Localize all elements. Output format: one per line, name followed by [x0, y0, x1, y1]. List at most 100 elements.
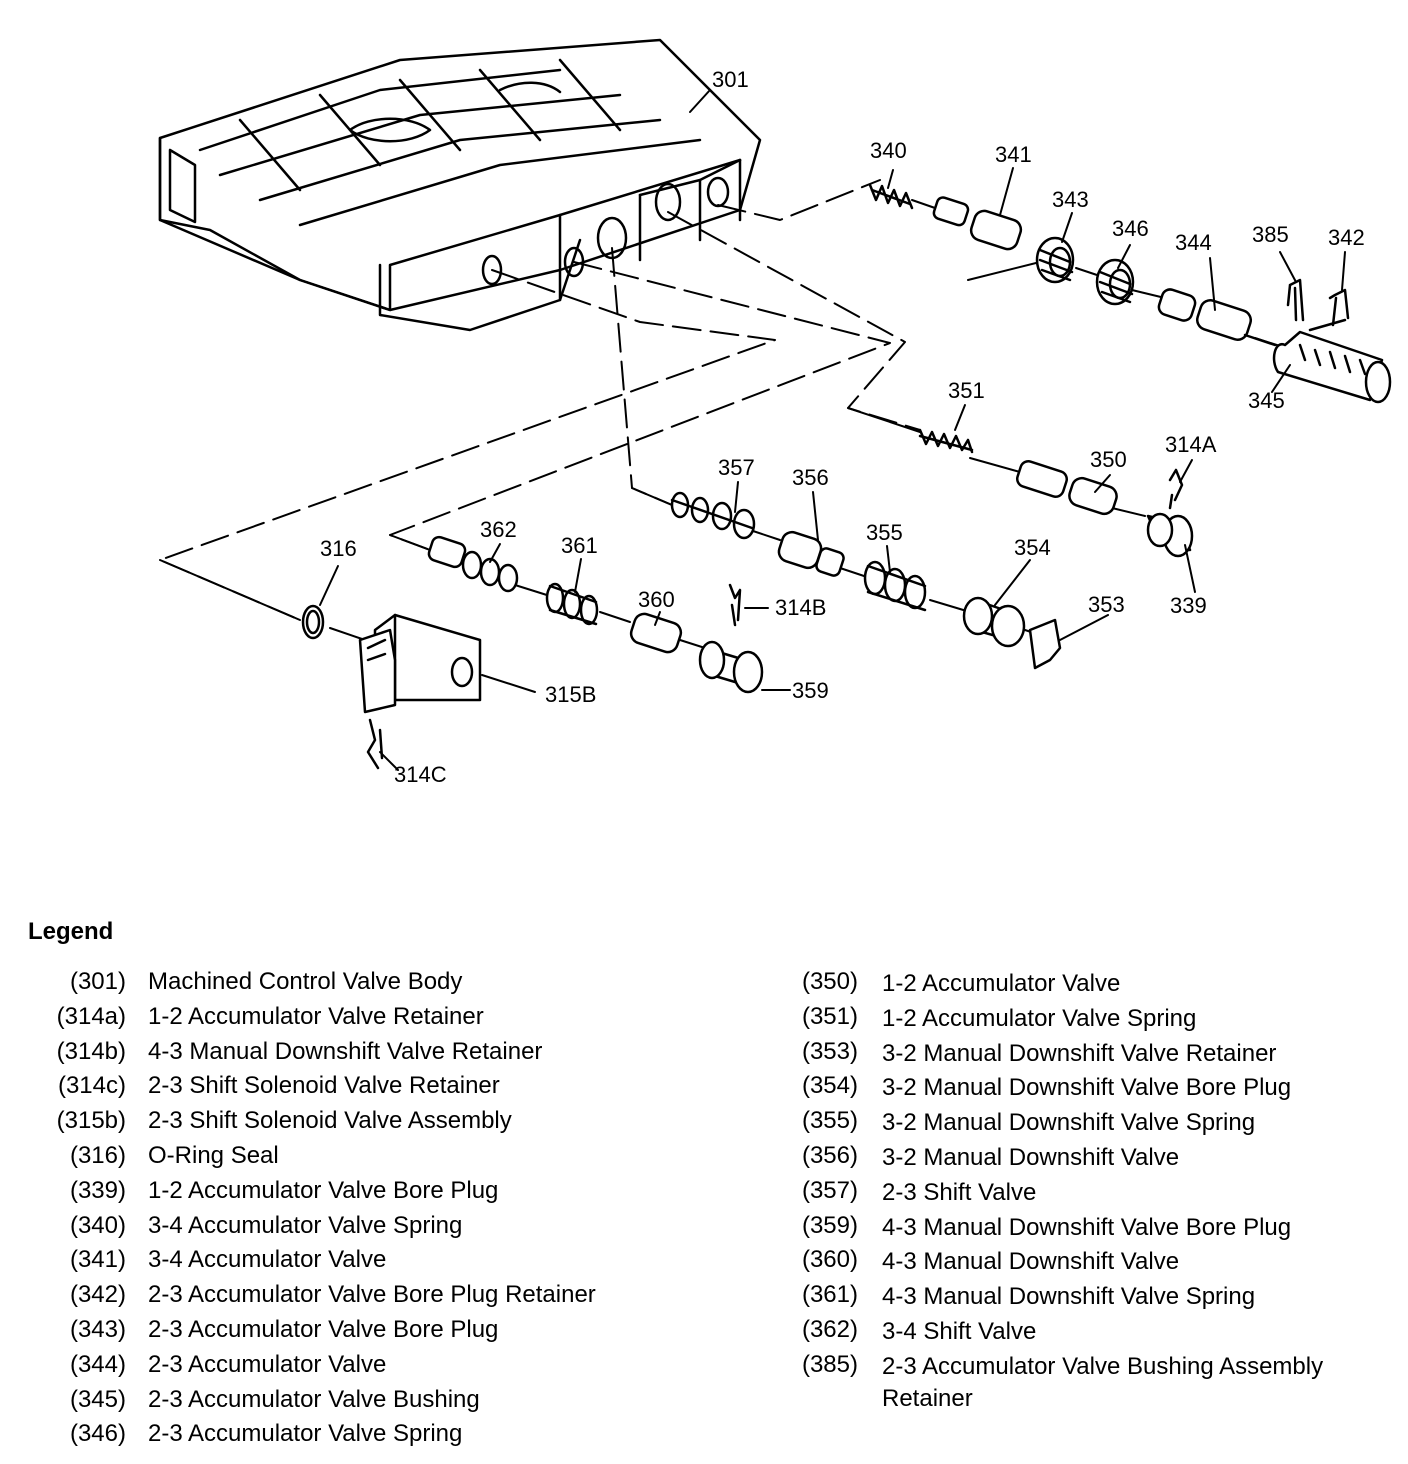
- retainer-385: [1286, 278, 1305, 322]
- legend-description: 3-2 Manual Downshift Valve Bore Plug: [882, 1074, 1292, 1102]
- valve-356: [777, 530, 845, 577]
- callout-314B: 314B: [775, 595, 826, 620]
- bore-plug-343: [1035, 236, 1075, 284]
- solenoid-315B: [358, 613, 482, 714]
- valve-350: [1015, 460, 1118, 516]
- legend-number: (340): [69, 1211, 126, 1239]
- legend-number: (315b): [56, 1107, 126, 1135]
- legend-number: (353): [801, 1037, 858, 1065]
- legend-description: 4-3 Manual Downshift Valve: [882, 1248, 1180, 1276]
- legend-description: 2-3 Accumulator Valve Bore Plug Retainer: [148, 1281, 596, 1309]
- callout-356: 356: [792, 465, 829, 490]
- legend-description: 2-3 Accumulator Valve: [148, 1350, 387, 1378]
- retainer-314B: [728, 583, 742, 627]
- leader-lines: [319, 89, 1346, 771]
- callout-355: 355: [866, 520, 903, 545]
- callout-339: 339: [1170, 593, 1207, 618]
- callout-340: 340: [870, 138, 907, 163]
- legend-number: (314b): [56, 1037, 126, 1065]
- legend-number: (385): [801, 1350, 858, 1378]
- callout-354: 354: [1014, 535, 1051, 560]
- legend-number: (343): [69, 1315, 126, 1343]
- valve-body-301: [158, 38, 762, 332]
- exploded-view-diagram: 301 340 341 343 346 344 385 342 345 351 …: [158, 38, 1392, 787]
- valve-344: [1157, 288, 1277, 347]
- legend-description: 2-3 Accumulator Valve Bore Plug: [148, 1315, 499, 1343]
- callout-362: 362: [480, 517, 517, 542]
- legend-number: (339): [69, 1176, 126, 1204]
- callout-301: 301: [712, 67, 749, 92]
- legend-title: Legend: [28, 918, 114, 945]
- callout-342: 342: [1328, 225, 1365, 250]
- callout-359: 359: [792, 678, 829, 703]
- spring-355: [863, 560, 927, 612]
- retainer-314A: [1168, 468, 1184, 510]
- legend-number: (351): [801, 1002, 858, 1030]
- legend-description: 3-2 Manual Downshift Valve Retainer: [882, 1039, 1277, 1067]
- legend-description: 2-3 Shift Solenoid Valve Retainer: [148, 1072, 500, 1100]
- legend-number: (301): [69, 968, 126, 995]
- legend-description: 4-3 Manual Downshift Valve Spring: [882, 1283, 1256, 1311]
- legend-number: (356): [801, 1141, 858, 1169]
- legend-description: 2-3 Accumulator Valve Spring: [148, 1420, 463, 1448]
- legend-description: 2-3 Accumulator Valve Bushing: [148, 1385, 480, 1413]
- callout-353: 353: [1088, 592, 1125, 617]
- callout-350: 350: [1090, 447, 1127, 472]
- callout-314A: 314A: [1165, 432, 1217, 457]
- legend-number: (316): [69, 1141, 126, 1169]
- callout-314C: 314C: [394, 762, 447, 787]
- legend-description: 4-3 Manual Downshift Valve Bore Plug: [882, 1213, 1292, 1241]
- callout-315B: 315B: [545, 682, 596, 707]
- legend-number: (314c): [57, 1072, 126, 1100]
- legend-description: O-Ring Seal: [148, 1141, 279, 1169]
- valve-360: [629, 612, 683, 654]
- bore-plug-359: [698, 640, 764, 694]
- legend-number: (344): [69, 1350, 126, 1378]
- legend-description: 1-2 Accumulator Valve Retainer: [148, 1002, 484, 1030]
- spring-351: [918, 428, 974, 454]
- legend-description: 2-3 Accumulator Valve Bushing Assembly R…: [882, 1352, 1324, 1412]
- legend-description: 3-4 Accumulator Valve Spring: [148, 1211, 463, 1239]
- retainer-342: [1308, 288, 1350, 332]
- callout-357: 357: [718, 455, 755, 480]
- legend-description: 3-4 Shift Valve: [882, 1317, 1037, 1345]
- legend-description: 4-3 Manual Downshift Valve Retainer: [148, 1037, 543, 1065]
- legend-number: (362): [801, 1315, 858, 1343]
- legend-number: (341): [69, 1246, 126, 1274]
- retainer-353: [1028, 618, 1062, 670]
- legend-description: 1-2 Accumulator Valve: [882, 970, 1121, 997]
- callout-351: 351: [948, 378, 985, 403]
- callout-346: 346: [1112, 216, 1149, 241]
- legend-description: Machined Control Valve Body: [148, 968, 463, 995]
- spring-361: [545, 582, 599, 626]
- legend-description: 3-2 Manual Downshift Valve Spring: [882, 1109, 1256, 1137]
- legend-description: 3-2 Manual Downshift Valve: [882, 1143, 1180, 1171]
- legend-number: (354): [801, 1072, 858, 1100]
- callout-341: 341: [995, 142, 1032, 167]
- callout-316: 316: [320, 536, 357, 561]
- spring-346: [1095, 258, 1135, 306]
- legend-number: (350): [801, 968, 858, 995]
- legend-number: (345): [69, 1385, 126, 1413]
- legend-number: (346): [69, 1420, 126, 1448]
- valve-341: [932, 196, 1023, 251]
- callout-343: 343: [1052, 187, 1089, 212]
- callout-345: 345: [1248, 388, 1285, 413]
- callout-344: 344: [1175, 230, 1212, 255]
- bore-plug-354: [962, 596, 1026, 648]
- legend-number: (361): [801, 1281, 858, 1309]
- legend-number: (355): [801, 1107, 858, 1135]
- legend-number: (342): [69, 1281, 126, 1309]
- callout-360: 360: [638, 587, 675, 612]
- legend-number: (314a): [56, 1002, 126, 1030]
- callout-385: 385: [1252, 222, 1289, 247]
- legend-description: 2-3 Shift Solenoid Valve Assembly: [148, 1107, 512, 1135]
- legend-description: 2-3 Shift Valve: [882, 1178, 1037, 1206]
- valve-362: [427, 535, 519, 593]
- legend-number: (357): [801, 1176, 858, 1204]
- o-ring-316: [301, 604, 325, 640]
- legend-number: (359): [801, 1211, 858, 1239]
- bushing-345: [1272, 330, 1392, 404]
- valve-357: [670, 491, 756, 540]
- callout-361: 361: [561, 533, 598, 558]
